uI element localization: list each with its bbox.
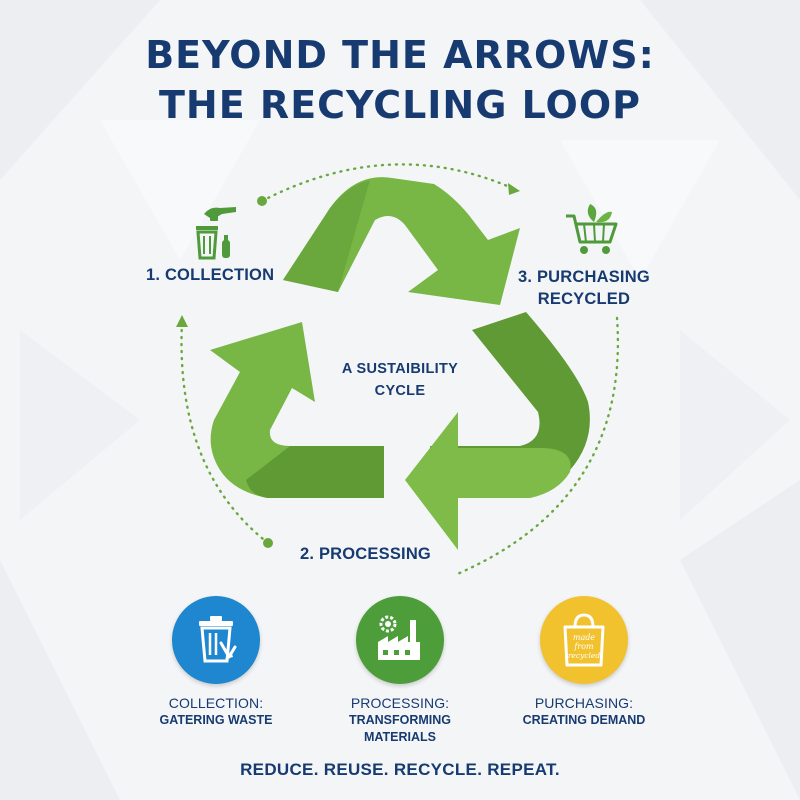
dotted-arc-top-dot	[257, 196, 267, 206]
card-purchasing-title: PURCHASING:	[534, 695, 634, 711]
trash-can-arrow-icon	[199, 616, 237, 663]
step-purchasing-label: 3. PURCHASING RECYCLED	[518, 266, 650, 310]
recycle-arrow-bottom	[405, 412, 571, 550]
title-line-2: THE RECYCLING LOOP	[159, 83, 641, 127]
bag-text-line-1: made	[573, 633, 595, 642]
page-title: BEYOND THE ARROWS: THE RECYCLING LOOP	[0, 30, 800, 130]
dotted-arc-top	[260, 163, 514, 203]
bag-text-line-3: recycled	[568, 651, 600, 660]
step-processing-label: 2. PROCESSING	[300, 545, 431, 563]
card-processing-title: PROCESSING:	[350, 695, 450, 711]
dotted-arc-top-arrowhead	[508, 183, 520, 195]
step-purchasing-line-2: RECYCLED	[537, 290, 631, 308]
recycle-arrow-left-shade	[246, 446, 384, 498]
center-label-line-2: CYCLE	[374, 383, 426, 399]
diagram-center-label: A SUSTAIBILITY CYCLE	[320, 358, 480, 402]
bag-text-line-2: from	[573, 642, 594, 651]
dotted-arc-left-dot	[263, 538, 273, 548]
center-label-line-1: A SUSTAIBILITY	[341, 361, 459, 377]
card-purchasing-circle: made from recycled	[540, 596, 628, 684]
card-purchasing-subtitle: CREATING DEMAND	[522, 713, 646, 727]
shopping-bag-icon: made from recycled	[563, 613, 605, 667]
card-purchasing: made from recycled PURCHASING: CREATING …	[484, 596, 684, 729]
card-processing-subtitle-line-2: MATERIALS	[364, 730, 436, 744]
card-processing-subtitle-line-1: TRANSFORMING	[348, 713, 452, 727]
card-collection-title: COLLECTION:	[168, 695, 264, 711]
card-collection-circle	[172, 596, 260, 684]
step-collection-label: 1. COLLECTION	[146, 266, 275, 284]
dotted-arc-left-arrowhead	[176, 315, 188, 327]
factory-gear-icon	[378, 615, 420, 660]
card-collection: COLLECTION: GATERING WASTE	[116, 596, 316, 729]
title-line-1: BEYOND THE ARROWS:	[145, 33, 655, 77]
tagline: REDUCE. REUSE. RECYCLE. REPEAT.	[240, 760, 560, 779]
step-purchasing-line-1: 3. PURCHASING	[518, 268, 650, 286]
shopping-cart-leaf-icon	[566, 204, 618, 254]
card-processing-circle	[356, 596, 444, 684]
trash-bin-hand-icon	[196, 207, 236, 260]
card-collection-subtitle: GATERING WASTE	[159, 713, 273, 727]
card-processing: PROCESSING: TRANSFORMING MATERIALS	[300, 596, 500, 746]
dotted-arc-left	[180, 320, 270, 545]
recycle-symbol	[210, 177, 590, 550]
dotted-arc-right	[453, 316, 620, 577]
recycle-arrow-top-shade	[283, 180, 370, 292]
